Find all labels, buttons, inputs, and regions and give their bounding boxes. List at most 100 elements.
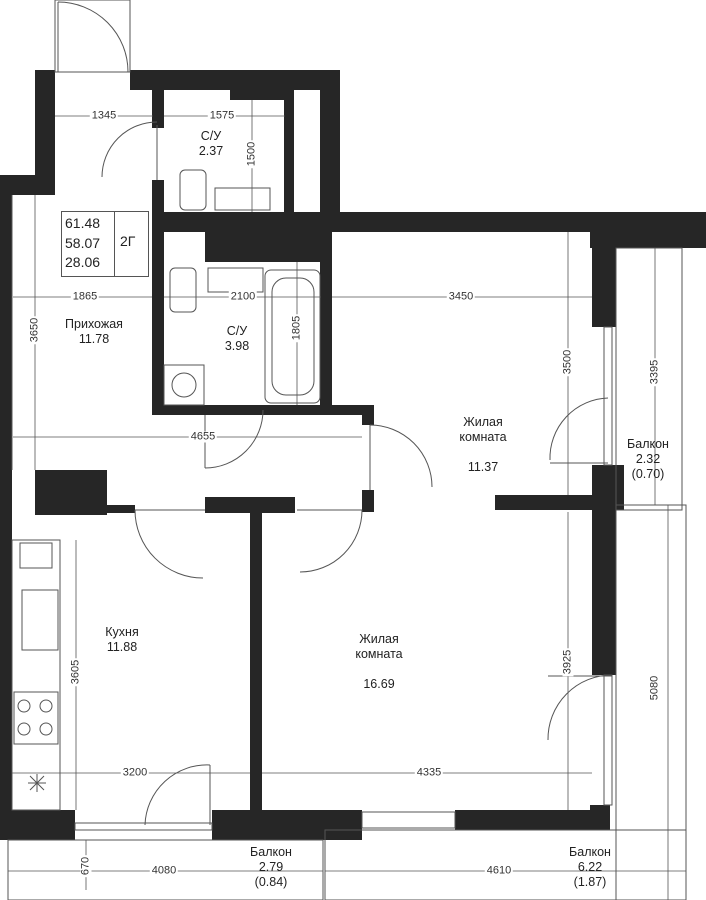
room-area: 2.37 <box>198 144 224 158</box>
wall-top-mid <box>130 70 340 90</box>
bathtub <box>264 269 321 404</box>
room-area-coef: (0.70) <box>631 467 665 481</box>
room-name: Прихожая <box>65 317 123 331</box>
wall-bath-left <box>152 212 164 412</box>
room-name: Балкон <box>569 845 611 859</box>
window-kitchen <box>74 822 213 831</box>
dim-1865: 1865 <box>70 290 100 303</box>
total-area: 61.48 <box>65 215 101 231</box>
dim-1500: 1500 <box>245 139 258 169</box>
dim-3200: 3200 <box>120 766 150 779</box>
dim-5080: 5080 <box>648 673 661 703</box>
washer <box>163 364 205 406</box>
wall-hall-column <box>35 470 107 515</box>
kitchen-door-swing <box>134 509 204 579</box>
room-name: Жилая комната <box>355 632 403 661</box>
entrance-door-swing <box>57 1 129 73</box>
balcony3-right <box>615 504 687 900</box>
wall-wc-div <box>284 88 294 215</box>
dim-4080: 4080 <box>149 864 179 877</box>
room-name: С/У <box>200 129 222 143</box>
summary-values: 61.48 58.07 28.06 <box>65 214 100 273</box>
burner-2 <box>39 699 53 713</box>
dim-3925: 3925 <box>561 647 574 677</box>
wall-bath-bottom <box>152 405 372 415</box>
wall-kitchen-top <box>205 497 295 513</box>
window-balcony1 <box>603 326 613 466</box>
room-area-coef: (0.84) <box>254 875 288 889</box>
room-balcony-3: Балкон 6.22 (1.87) <box>569 845 611 890</box>
wall-bottom-mid <box>212 810 362 840</box>
room2-door-swing <box>299 509 363 573</box>
bathtub-inner <box>271 277 315 396</box>
room-area: 3.98 <box>224 339 250 353</box>
bath-sink <box>207 267 264 293</box>
dim-1575: 1575 <box>207 109 237 122</box>
room-name: Балкон <box>627 437 669 451</box>
wall-right-lower <box>592 505 616 675</box>
wall-top-left <box>35 70 55 175</box>
wall-room1-left <box>362 405 374 425</box>
living-area: 28.06 <box>65 254 101 270</box>
wall-left-lower <box>0 505 12 840</box>
room-area: 16.69 <box>363 677 395 691</box>
burner-4 <box>39 722 53 736</box>
room-name: Кухня <box>105 625 139 639</box>
balcony2-outline <box>7 839 324 900</box>
wall-bath-top-inner <box>205 232 330 262</box>
stove-grate <box>19 542 53 569</box>
wc-sink <box>214 187 271 211</box>
dim-3605: 3605 <box>69 657 82 687</box>
room-living-2: Жилая комната 16.69 <box>355 617 402 707</box>
room-name: Жилая комната <box>459 415 507 444</box>
entrance-frame <box>54 0 131 73</box>
dim-3395: 3395 <box>648 357 661 387</box>
room1-door-swing <box>369 424 433 488</box>
bath-toilet <box>169 267 197 313</box>
wall-main-top <box>152 212 706 232</box>
room-balcony-2: Балкон 2.79 (0.84) <box>250 845 292 890</box>
dim-3500: 3500 <box>561 347 574 377</box>
room-area: 11.37 <box>467 460 499 474</box>
vent-icon <box>28 774 46 792</box>
room-name: С/У <box>226 324 248 338</box>
balcony1-door-swing <box>549 397 609 461</box>
bath-door-swing <box>204 409 264 469</box>
room-area: 11.78 <box>78 332 110 346</box>
dim-4610: 4610 <box>484 864 514 877</box>
wall-shaft-right <box>320 70 340 215</box>
room-living-1: Жилая комната 11.37 <box>459 400 506 490</box>
wall-room1-left-low <box>362 490 374 512</box>
window-balcony3 <box>603 674 613 806</box>
cooktop <box>13 691 59 745</box>
kitchen-sink <box>21 589 59 651</box>
wall-wc-top <box>230 88 284 100</box>
wall-left-outer <box>0 175 12 505</box>
room-balcony-1: Балкон 2.32 (0.70) <box>627 437 669 482</box>
wc-door-swing <box>101 121 158 178</box>
washer-drum <box>171 372 197 398</box>
wall-bottom-right-corner <box>590 805 610 830</box>
wall-kitchen-right <box>250 510 262 840</box>
wall-wc-left-low <box>152 180 164 215</box>
dim-670: 670 <box>79 854 92 878</box>
summary-divider <box>114 212 115 276</box>
dim-4655: 4655 <box>188 430 218 443</box>
wall-bottom-left <box>0 810 75 840</box>
room-area: 11.88 <box>106 640 138 654</box>
balcony3-bottom <box>324 829 687 900</box>
wc-toilet <box>179 169 207 211</box>
room-area-coef: (1.87) <box>573 875 607 889</box>
dim-2100: 2100 <box>228 290 258 303</box>
wall-bottom-right <box>455 810 610 830</box>
wall-bath-right <box>320 232 332 412</box>
wall-right-upper <box>592 232 616 327</box>
counter <box>11 539 61 811</box>
balcony3-door-swing <box>547 674 613 741</box>
dim-3450: 3450 <box>446 290 476 303</box>
wall-left-step <box>0 175 55 195</box>
apartment-type: 2Г <box>120 233 136 249</box>
room-name: Балкон <box>250 845 292 859</box>
room-kitchen: Кухня 11.88 <box>105 625 138 655</box>
room-area: 2.79 <box>258 860 284 874</box>
